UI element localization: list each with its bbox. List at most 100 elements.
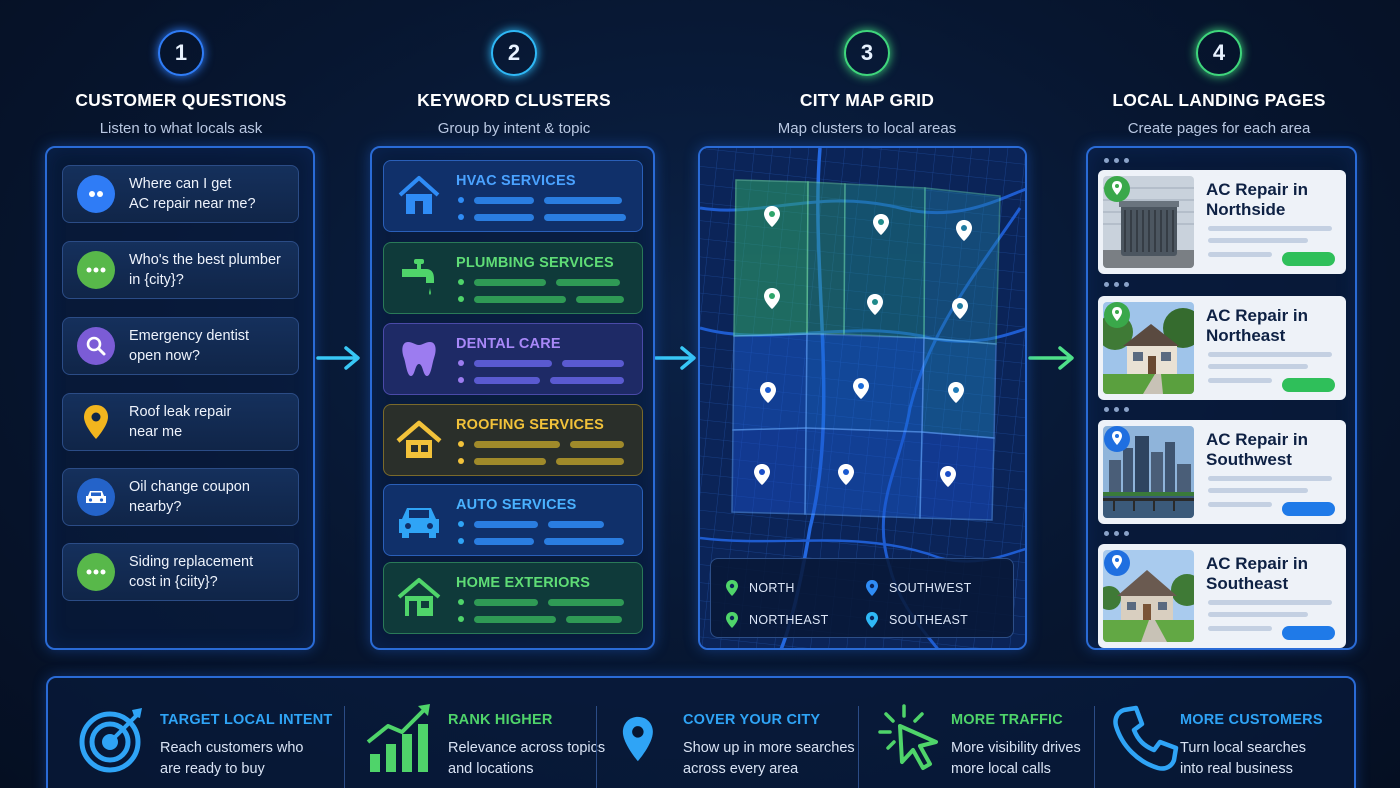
step-3-title: CITY MAP GRID (799, 90, 935, 110)
cluster-title: PLUMBING SERVICES (456, 255, 614, 271)
location-pin-icon (866, 612, 878, 628)
step-1-subtitle: Listen to what locals ask (99, 120, 263, 137)
question-line-2: near me (129, 424, 183, 440)
cluster-card-dental: DENTAL CARE (383, 323, 643, 395)
question-line-2: nearby? (129, 499, 182, 515)
step-4-subtitle: Create pages for each area (1127, 120, 1311, 137)
cluster-card-hvac: HVAC SERVICES (383, 160, 643, 232)
question-line-1: Oil change coupon (129, 479, 250, 495)
legend-label: NORTHEAST (749, 613, 829, 627)
cluster-title: ROOFING SERVICES (456, 417, 604, 433)
view-page-button[interactable] (1282, 502, 1335, 516)
map-pin-icon (838, 464, 854, 485)
phone-icon (1113, 705, 1179, 771)
benefit-cover-your-city: COVER YOUR CITY Show up in more searches… (620, 678, 860, 778)
map-legend: NORTH SOUTHWEST NORTHEAST SOUTHEAST (710, 558, 1014, 638)
question-line-1: Roof leak repair (129, 404, 232, 420)
location-pin-icon (77, 403, 115, 441)
cluster-card-auto: AUTO SERVICES (383, 484, 643, 556)
question-card: Who's the best plumber in {city}? (62, 241, 299, 299)
tooth-icon (402, 342, 436, 376)
map-pin-icon (760, 382, 776, 403)
question-card: Oil change coupon nearby? (62, 468, 299, 526)
car-icon (399, 508, 439, 538)
question-line-1: Where can I get (129, 176, 232, 192)
benefit-text-line-1: More visibility drives (951, 740, 1081, 756)
flow-arrow-icon (654, 346, 696, 370)
benefit-text-line-1: Relevance across topics (448, 740, 606, 756)
map-pin-icon (940, 466, 956, 487)
search-icon (77, 327, 115, 365)
map-pin-icon (764, 288, 780, 309)
city-skyline-image (1103, 426, 1194, 518)
legend-item: NORTHEAST (725, 611, 829, 629)
step-2-number: 2 (491, 30, 537, 76)
cluster-title: AUTO SERVICES (456, 497, 577, 513)
house-icon (397, 578, 441, 616)
flow-arrow-icon (1028, 346, 1074, 370)
benefit-title: MORE TRAFFIC (951, 712, 1063, 728)
question-card: Siding replacement cost in {ciity}? (62, 543, 299, 601)
target-icon (79, 708, 142, 773)
window-dots-icon (1104, 282, 1129, 287)
view-page-button[interactable] (1282, 378, 1335, 392)
chat-bubble-icon (77, 175, 115, 213)
step-2-subtitle: Group by intent & topic (437, 120, 591, 137)
step-4-title: LOCAL LANDING PAGES (1112, 90, 1326, 110)
benefit-text-line-1: Reach customers who (160, 740, 304, 756)
question-line-1: Who's the best plumber (129, 252, 281, 268)
step-2-title: KEYWORD CLUSTERS (417, 90, 611, 110)
divider (596, 706, 597, 788)
legend-label: SOUTHWEST (889, 581, 972, 595)
location-pin-icon (726, 612, 738, 628)
benefit-title: COVER YOUR CITY (683, 712, 821, 728)
landing-page-title-line-2: Northeast (1206, 326, 1286, 345)
landing-page-title-line-2: Northside (1206, 200, 1286, 219)
view-page-button[interactable] (1282, 252, 1335, 266)
car-icon (77, 478, 115, 516)
location-pin-icon (1104, 426, 1130, 452)
question-card: Roof leak repair near me (62, 393, 299, 451)
landing-page-title-line-2: Southwest (1206, 450, 1292, 469)
map-pin-icon (952, 298, 968, 319)
legend-label: SOUTHEAST (889, 613, 969, 627)
faucet-icon (402, 259, 434, 295)
window-dots-icon (1104, 158, 1129, 163)
house-icon (398, 176, 440, 214)
step-3-subtitle: Map clusters to local areas (777, 120, 957, 137)
map-pin-icon (754, 464, 770, 485)
cluster-title: HVAC SERVICES (456, 173, 576, 189)
cluster-card-plumbing: PLUMBING SERVICES (383, 242, 643, 314)
keyword-clusters-panel: HVAC SERVICES PLUMBING SERVICES DENTAL C… (370, 146, 655, 650)
cluster-title: HOME EXTERIORS (456, 575, 591, 591)
divider (1094, 706, 1095, 788)
step-3-number: 3 (844, 30, 890, 76)
question-line-2: in {city}? (129, 272, 184, 288)
question-line-2: cost in {ciity}? (129, 574, 218, 590)
step-2-header: 2 KEYWORD CLUSTERS Group by intent & top… (364, 30, 664, 137)
question-line-1: Emergency dentist (129, 328, 250, 344)
question-card: Where can I get AC repair near me? (62, 165, 299, 223)
location-pin-icon (1104, 550, 1130, 576)
legend-label: NORTH (749, 581, 795, 595)
growth-chart-icon (366, 704, 430, 772)
map-pin-icon (867, 294, 883, 315)
question-line-2: AC repair near me? (129, 196, 256, 212)
landing-page-title-line-2: Southeast (1206, 574, 1289, 593)
benefit-text-line-2: across every area (683, 761, 799, 777)
benefit-text-line-1: Show up in more searches (683, 740, 855, 756)
legend-item: SOUTHWEST (865, 579, 972, 597)
landing-page-title-line-1: AC Repair in (1206, 306, 1309, 325)
view-page-button[interactable] (1282, 626, 1335, 640)
map-pin-icon (853, 378, 869, 399)
question-line-1: Siding replacement (129, 554, 254, 570)
